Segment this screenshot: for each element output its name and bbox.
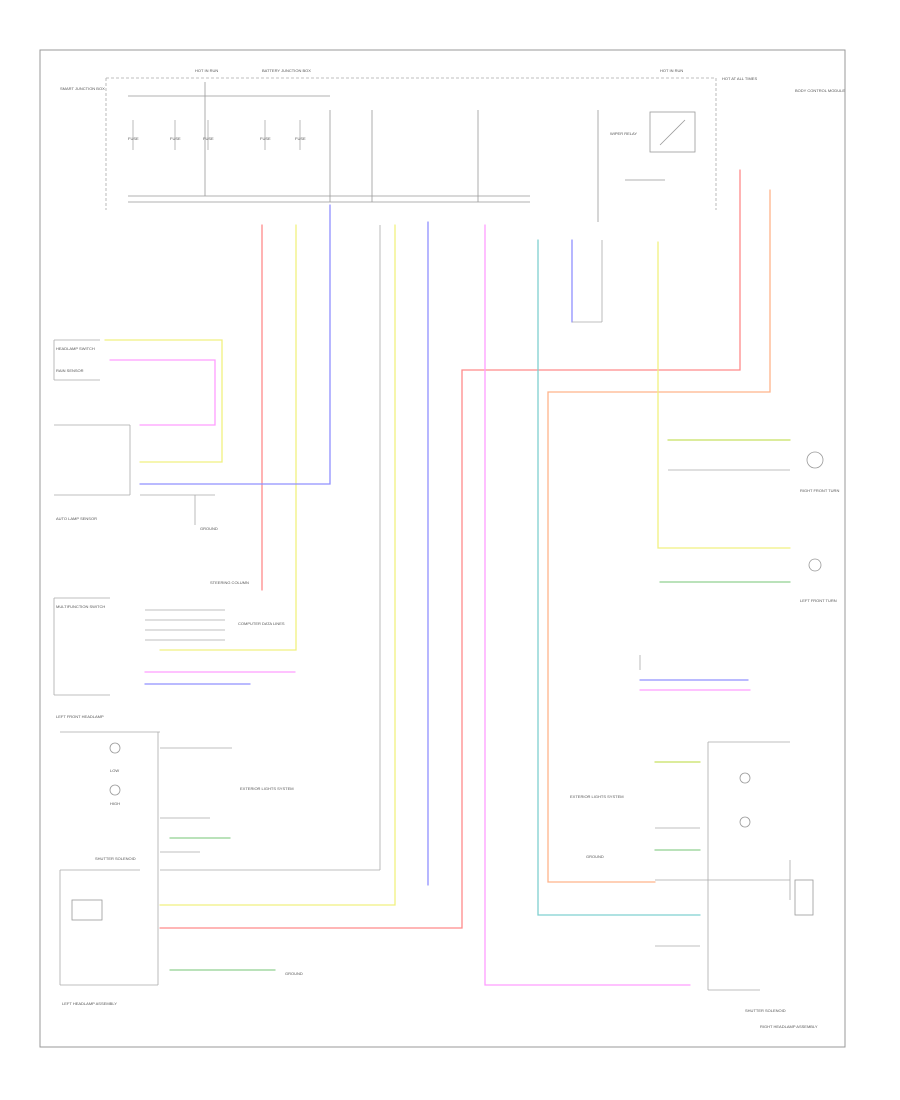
label-fuse-5: FUSE [295,136,306,141]
label-headlamp-switch: HEADLAMP SWITCH [56,346,95,351]
wire-yellow [159,224,297,651]
right-turn-bulb [806,451,824,572]
wire-yellow-switch [104,339,223,463]
fuse-bus [128,82,530,203]
right-high-bulb [739,816,751,828]
label-auto-lamp-sensor: AUTO LAMP SENSOR [56,516,97,521]
wire-yellow-left-hl [159,224,396,906]
label-ground-left: GROUND [285,971,303,976]
label-multifunction-switch: MULTIFUNCTION SWITCH [56,604,105,609]
battery-junction-box [105,77,717,210]
label-hot-run-left: HOT IN RUN [195,68,218,73]
wire-orange [547,189,771,883]
right-low-bulb [739,772,751,784]
label-computer-data-lines: COMPUTER DATA LINES [238,621,285,626]
label-rain-sensor: RAIN SENSOR [56,368,84,373]
grey-lines [140,225,791,947]
label-high-beam: HIGH [110,801,120,806]
wiper-relay [597,110,696,222]
label-shutter-solenoid-right: SHUTTER SOLENOID [745,1008,786,1013]
label-exterior-lights-left: EXTERIOR LIGHTS SYSTEM [240,786,294,791]
label-right-headlamp-assembly: RIGHT HEADLAMP ASSEMBLY [760,1024,818,1029]
wire-teal [537,239,701,916]
label-exterior-lights-right: EXTERIOR LIGHTS SYSTEM [570,794,624,799]
label-shutter-solenoid-left: SHUTTER SOLENOID [95,856,136,861]
wire-red-main [159,169,741,929]
multifunction-switch-module [53,597,110,696]
wire-yellow-right [657,241,791,549]
label-fuse-1: FUSE [128,136,139,141]
wire-pink-right [484,224,691,986]
left-low-bulb [109,742,121,754]
label-fuse-3: FUSE [203,136,214,141]
right-headlamp-module [707,741,790,991]
label-left-front-headlamp-module: LEFT FRONT HEADLAMP [56,714,104,719]
fuses [132,120,301,150]
auto-lamp-sensor-module [54,424,131,496]
label-left-headlamp-assembly: LEFT HEADLAMP ASSEMBLY [62,1001,117,1006]
label-hot-run-right: HOT IN RUN [660,68,683,73]
shutter-solenoid-left [71,899,103,921]
wire-blue [139,204,331,485]
label-fuse-2: FUSE [170,136,181,141]
label-fuse-4: FUSE [260,136,271,141]
label-smart-junction-box: SMART JUNCTION BOX [60,86,105,91]
shutter-solenoid-right [794,879,814,916]
label-ground-right: GROUND [586,854,604,859]
label-right-front-turn: RIGHT FRONT TURN [800,488,839,493]
left-high-bulb [109,784,121,796]
label-low-beam: LOW [110,768,119,773]
label-body-control-module: BODY CONTROL MODULE [795,88,845,93]
wire-pink [109,359,216,426]
label-wiper-relay: WIPER RELAY [610,131,637,136]
label-left-front-turn: LEFT FRONT TURN [800,598,837,603]
label-battery-junction-box: BATTERY JUNCTION BOX [262,68,311,73]
left-headlamp-module [59,731,160,986]
label-hot-all-times: HOT AT ALL TIMES [722,76,757,81]
label-ground-headlamp: GROUND [200,526,218,531]
headlamp-switch-module [53,339,100,381]
wires [104,169,791,986]
label-steering-column: STEERING COLUMN [210,580,249,585]
diagram-frame [39,49,846,1048]
